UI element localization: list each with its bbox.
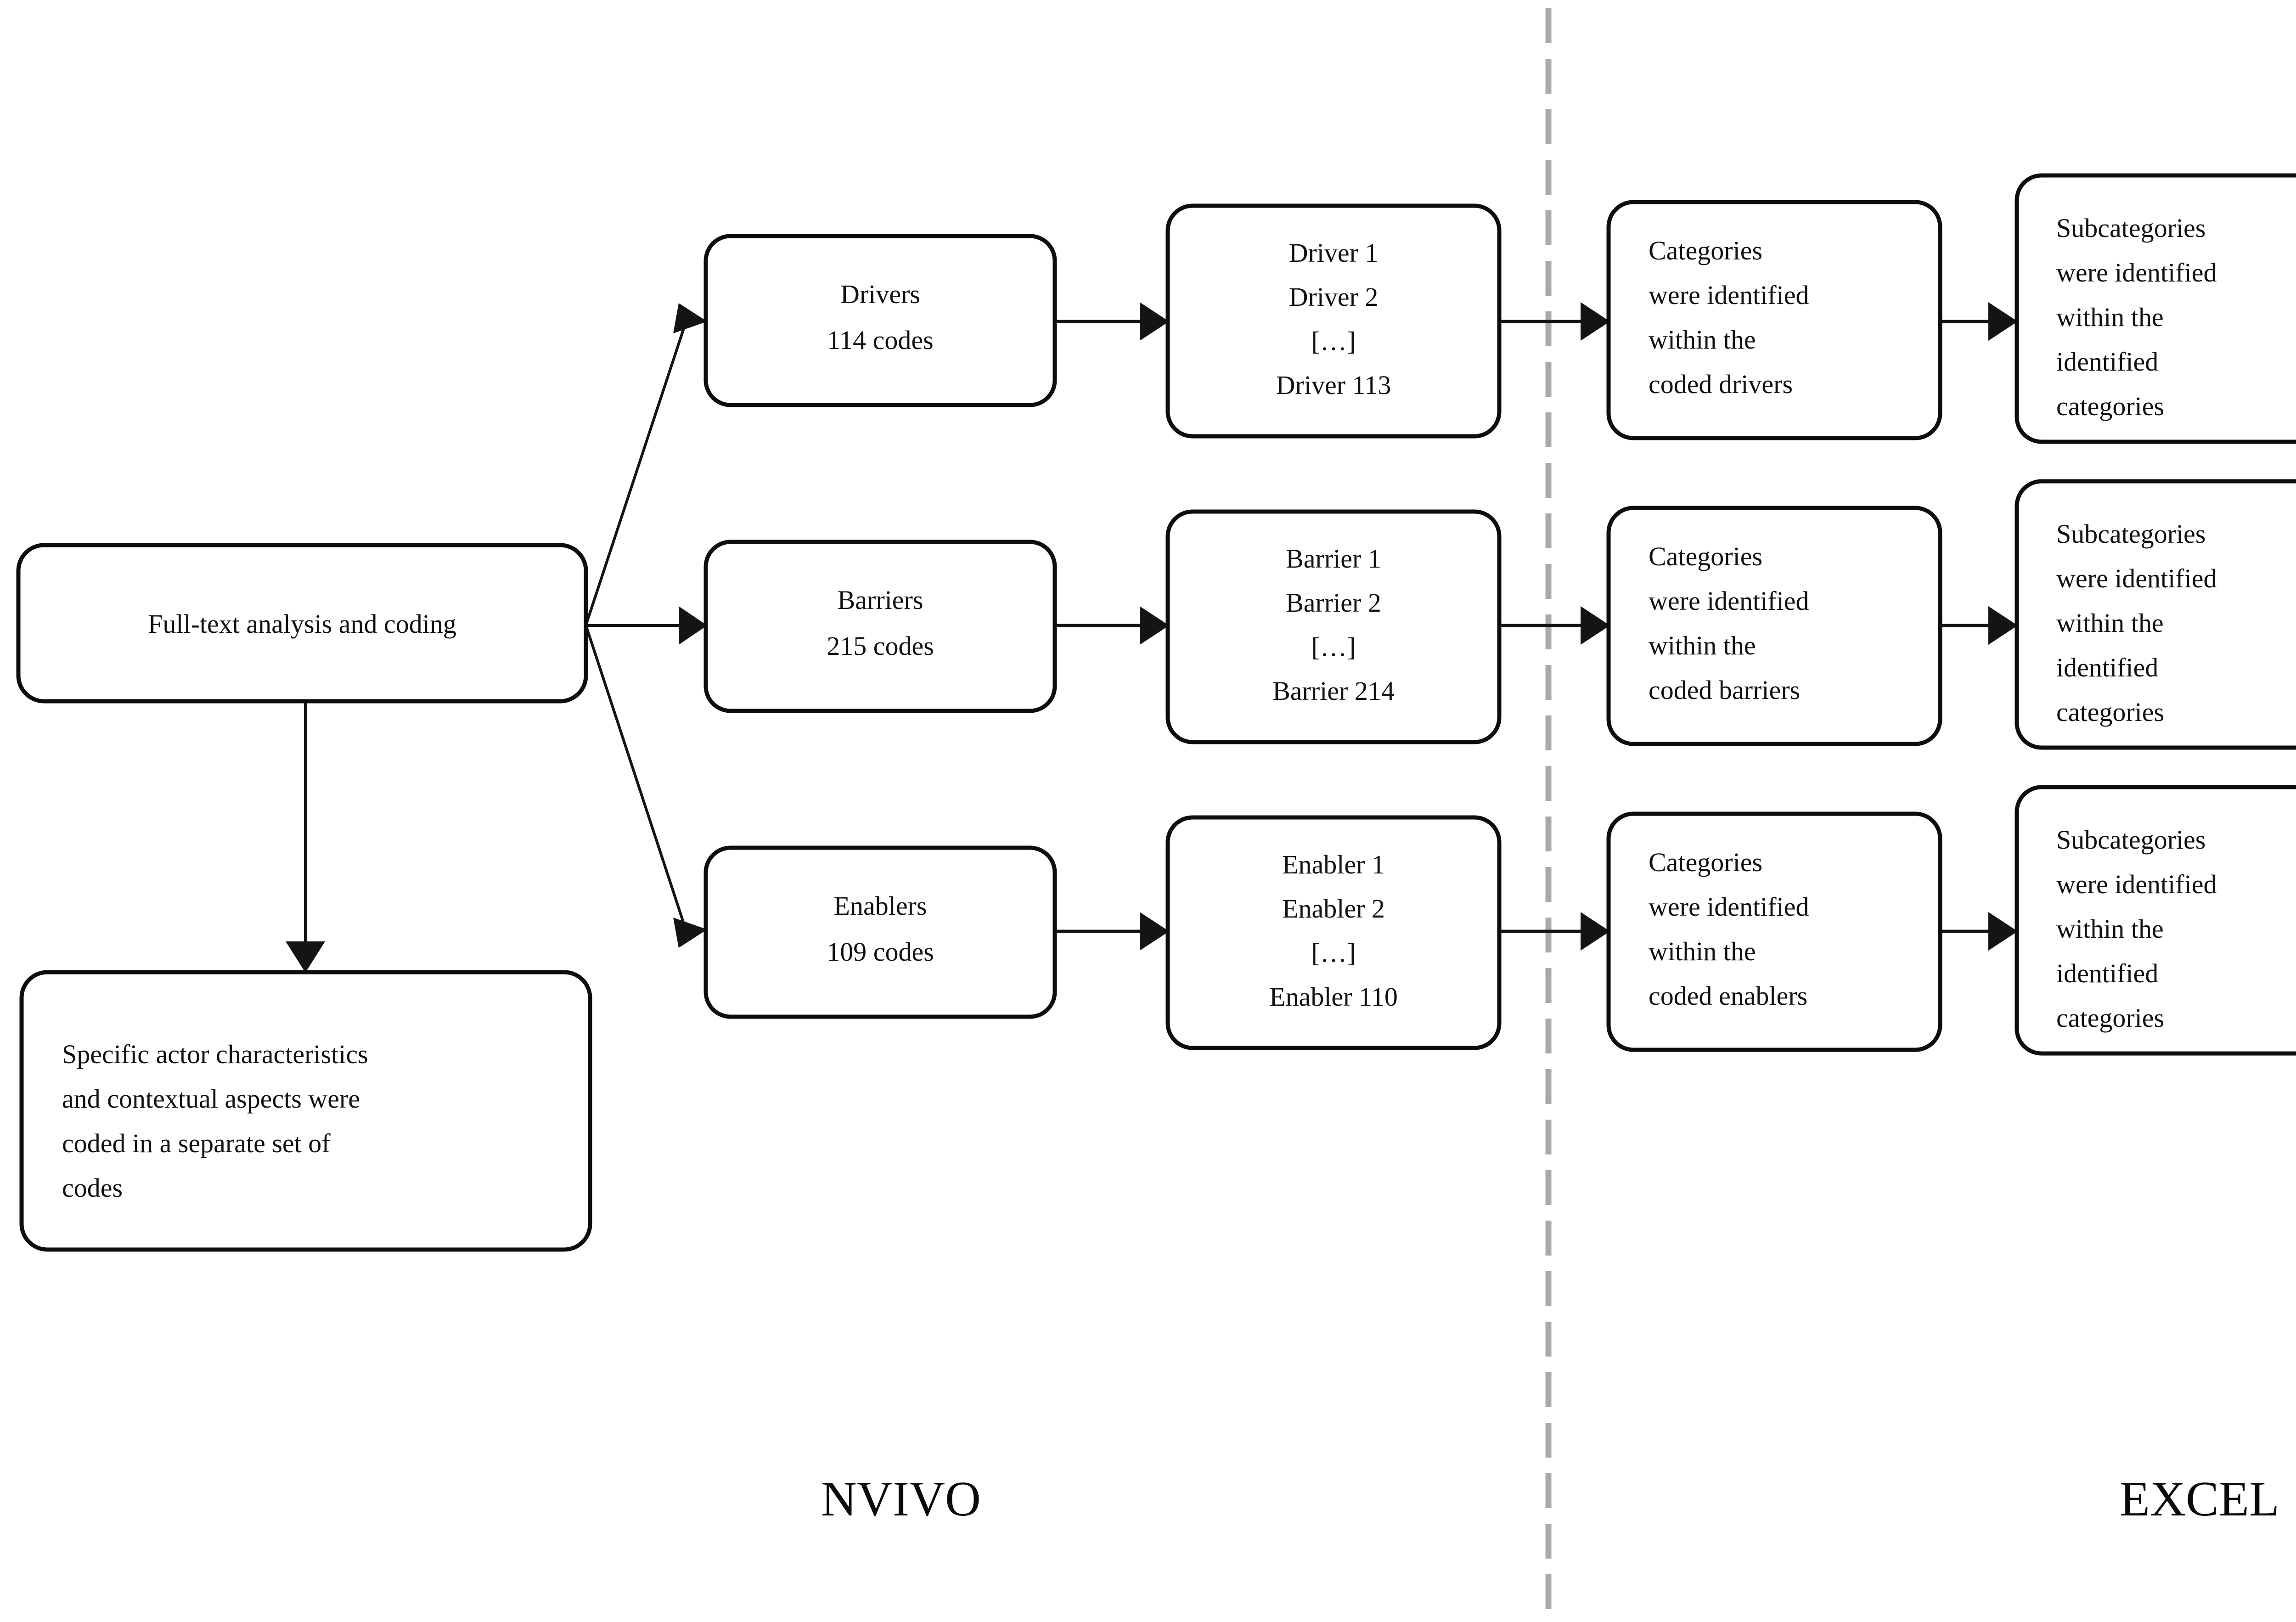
node-code-group-barriers[interactable]: Barriers 215 codes: [703, 540, 1057, 713]
node-code-list-enablers[interactable]: Enabler 1 Enabler 2 […] Enabler 110: [1165, 815, 1502, 1050]
node-categories-enablers-line-1: were identified: [1649, 892, 1809, 922]
node-subcategories-drivers-shape: [2015, 173, 2296, 444]
node-code-list-barriers-line-0: Barrier 1: [1286, 544, 1381, 574]
node-code-list-barriers[interactable]: Barrier 1 Barrier 2 […] Barrier 214: [1165, 509, 1502, 744]
node-categories-barriers-line-1: were identified: [1649, 586, 1809, 616]
node-subcategories-barriers-line-0: Subcategories: [2056, 519, 2206, 549]
node-code-list-enablers-line-3: Enabler 110: [1269, 982, 1398, 1012]
node-specific-actor-characteristics[interactable]: Specific actor characteristics and conte…: [19, 970, 592, 1252]
node-subcategories-barriers-line-2: within the: [2056, 608, 2164, 638]
node-subcategories-drivers-line-2: within the: [2056, 302, 2164, 332]
node-subcategories-enablers-line-4: categories: [2056, 1003, 2164, 1033]
node-categories-enablers[interactable]: Categories were identified within the co…: [1606, 811, 1942, 1052]
connector-barriers-to-barrier-list: [1055, 606, 1169, 645]
connector-root-to-actor-characteristics: [286, 702, 325, 973]
node-code-list-drivers-shape: [1165, 203, 1502, 439]
node-subcategories-barriers[interactable]: Subcategories were identified within the…: [2015, 479, 2296, 750]
connector-enablers-to-enabler-list: [1055, 912, 1169, 951]
node-categories-enablers-shape: [1606, 811, 1942, 1052]
node-code-group-enablers-shape: [703, 845, 1057, 1019]
node-specific-actor-characteristics-line-0: Specific actor characteristics: [62, 1039, 368, 1069]
node-code-group-drivers-line-1: 114 codes: [827, 325, 933, 355]
node-code-group-enablers-line-1: 109 codes: [827, 937, 934, 967]
node-specific-actor-characteristics-line-1: and contextual aspects were: [62, 1084, 360, 1114]
node-categories-drivers-line-3: coded drivers: [1649, 369, 1793, 399]
connector-categories-to-subcategories-row3: [1941, 912, 2018, 951]
node-subcategories-drivers-line-1: were identified: [2056, 258, 2217, 287]
node-code-list-enablers-line-0: Enabler 1: [1282, 850, 1385, 879]
connector-root-to-drivers: [585, 303, 707, 623]
node-code-list-barriers-line-2: […]: [1311, 632, 1356, 662]
connector-categories-to-subcategories-row2: [1941, 606, 2018, 645]
node-code-list-drivers-line-0: Driver 1: [1289, 238, 1379, 268]
node-code-list-barriers-line-3: Barrier 214: [1272, 676, 1395, 706]
node-categories-drivers-line-0: Categories: [1649, 236, 1762, 265]
node-full-text-analysis[interactable]: Full-text analysis and coding: [16, 543, 588, 704]
node-subcategories-enablers-line-0: Subcategories: [2056, 825, 2206, 855]
node-code-group-drivers[interactable]: Drivers 114 codes: [703, 234, 1057, 407]
node-subcategories-drivers-line-4: categories: [2056, 391, 2164, 421]
node-code-list-drivers[interactable]: Driver 1 Driver 2 […] Driver 113: [1165, 203, 1502, 439]
node-subcategories-drivers[interactable]: Subcategories were identified within the…: [2015, 173, 2296, 444]
node-code-group-drivers-shape: [703, 234, 1057, 407]
node-subcategories-barriers-shape: [2015, 479, 2296, 750]
node-categories-barriers-line-0: Categories: [1649, 541, 1762, 571]
node-categories-enablers-line-3: coded enablers: [1649, 981, 1807, 1011]
node-categories-barriers-line-3: coded barriers: [1649, 675, 1800, 705]
node-specific-actor-characteristics-line-2: coded in a separate set of: [62, 1128, 331, 1158]
node-categories-drivers-line-2: within the: [1649, 325, 1756, 355]
node-code-group-enablers-line-0: Enablers: [834, 891, 927, 921]
node-code-group-barriers-line-1: 215 codes: [827, 631, 934, 661]
node-categories-enablers-line-0: Categories: [1649, 847, 1762, 877]
node-full-text-analysis-line-0: Full-text analysis and coding: [148, 609, 456, 639]
node-categories-enablers-line-2: within the: [1649, 936, 1756, 966]
node-categories-barriers[interactable]: Categories were identified within the co…: [1606, 506, 1942, 746]
node-code-list-enablers-line-1: Enabler 2: [1282, 894, 1385, 924]
connector-driver-list-to-categories: [1501, 302, 1610, 341]
node-subcategories-enablers-line-3: identified: [2056, 958, 2158, 988]
node-subcategories-enablers-line-1: were identified: [2056, 869, 2217, 899]
excel-label: EXCEL: [2120, 1472, 2279, 1526]
nvivo-label: NVIVO: [821, 1472, 981, 1526]
node-categories-barriers-shape: [1606, 506, 1942, 746]
node-code-list-enablers-line-2: […]: [1311, 938, 1356, 968]
node-full-text-analysis-shape: [16, 543, 588, 704]
node-subcategories-enablers-line-2: within the: [2056, 914, 2164, 944]
connector-root-to-enablers: [585, 628, 707, 948]
node-code-group-barriers-line-0: Barriers: [838, 585, 923, 615]
node-code-list-drivers-line-3: Driver 113: [1276, 370, 1391, 400]
node-subcategories-barriers-line-4: categories: [2056, 697, 2164, 727]
node-code-list-enablers-shape: [1165, 815, 1502, 1050]
connector-enabler-list-to-categories: [1501, 912, 1610, 951]
connector-categories-to-subcategories-row1: [1941, 302, 2018, 341]
node-specific-actor-characteristics-shape: [19, 970, 592, 1252]
node-subcategories-barriers-line-1: were identified: [2056, 563, 2217, 593]
node-code-list-drivers-line-2: […]: [1311, 326, 1356, 356]
node-categories-drivers-line-1: were identified: [1649, 280, 1809, 310]
node-subcategories-enablers[interactable]: Subcategories were identified within the…: [2015, 785, 2296, 1056]
node-code-group-barriers-shape: [703, 540, 1057, 713]
node-code-group-drivers-line-0: Drivers: [840, 279, 920, 309]
node-code-group-enablers[interactable]: Enablers 109 codes: [703, 845, 1057, 1019]
node-subcategories-drivers-line-0: Subcategories: [2056, 213, 2206, 243]
node-subcategories-enablers-shape: [2015, 785, 2296, 1056]
node-categories-drivers-shape: [1606, 200, 1942, 440]
connector-drivers-to-driver-list: [1055, 302, 1169, 341]
node-code-list-drivers-line-1: Driver 2: [1289, 282, 1379, 312]
node-code-list-barriers-shape: [1165, 509, 1502, 744]
node-specific-actor-characteristics-line-3: codes: [62, 1173, 123, 1203]
node-subcategories-drivers-line-3: identified: [2056, 347, 2158, 377]
node-categories-barriers-line-2: within the: [1649, 631, 1756, 660]
node-subcategories-barriers-line-3: identified: [2056, 653, 2158, 682]
node-code-list-barriers-line-1: Barrier 2: [1286, 588, 1381, 618]
connector-root-to-barriers: [587, 606, 707, 645]
node-categories-drivers[interactable]: Categories were identified within the co…: [1606, 200, 1942, 440]
connector-barrier-list-to-categories: [1501, 606, 1610, 645]
